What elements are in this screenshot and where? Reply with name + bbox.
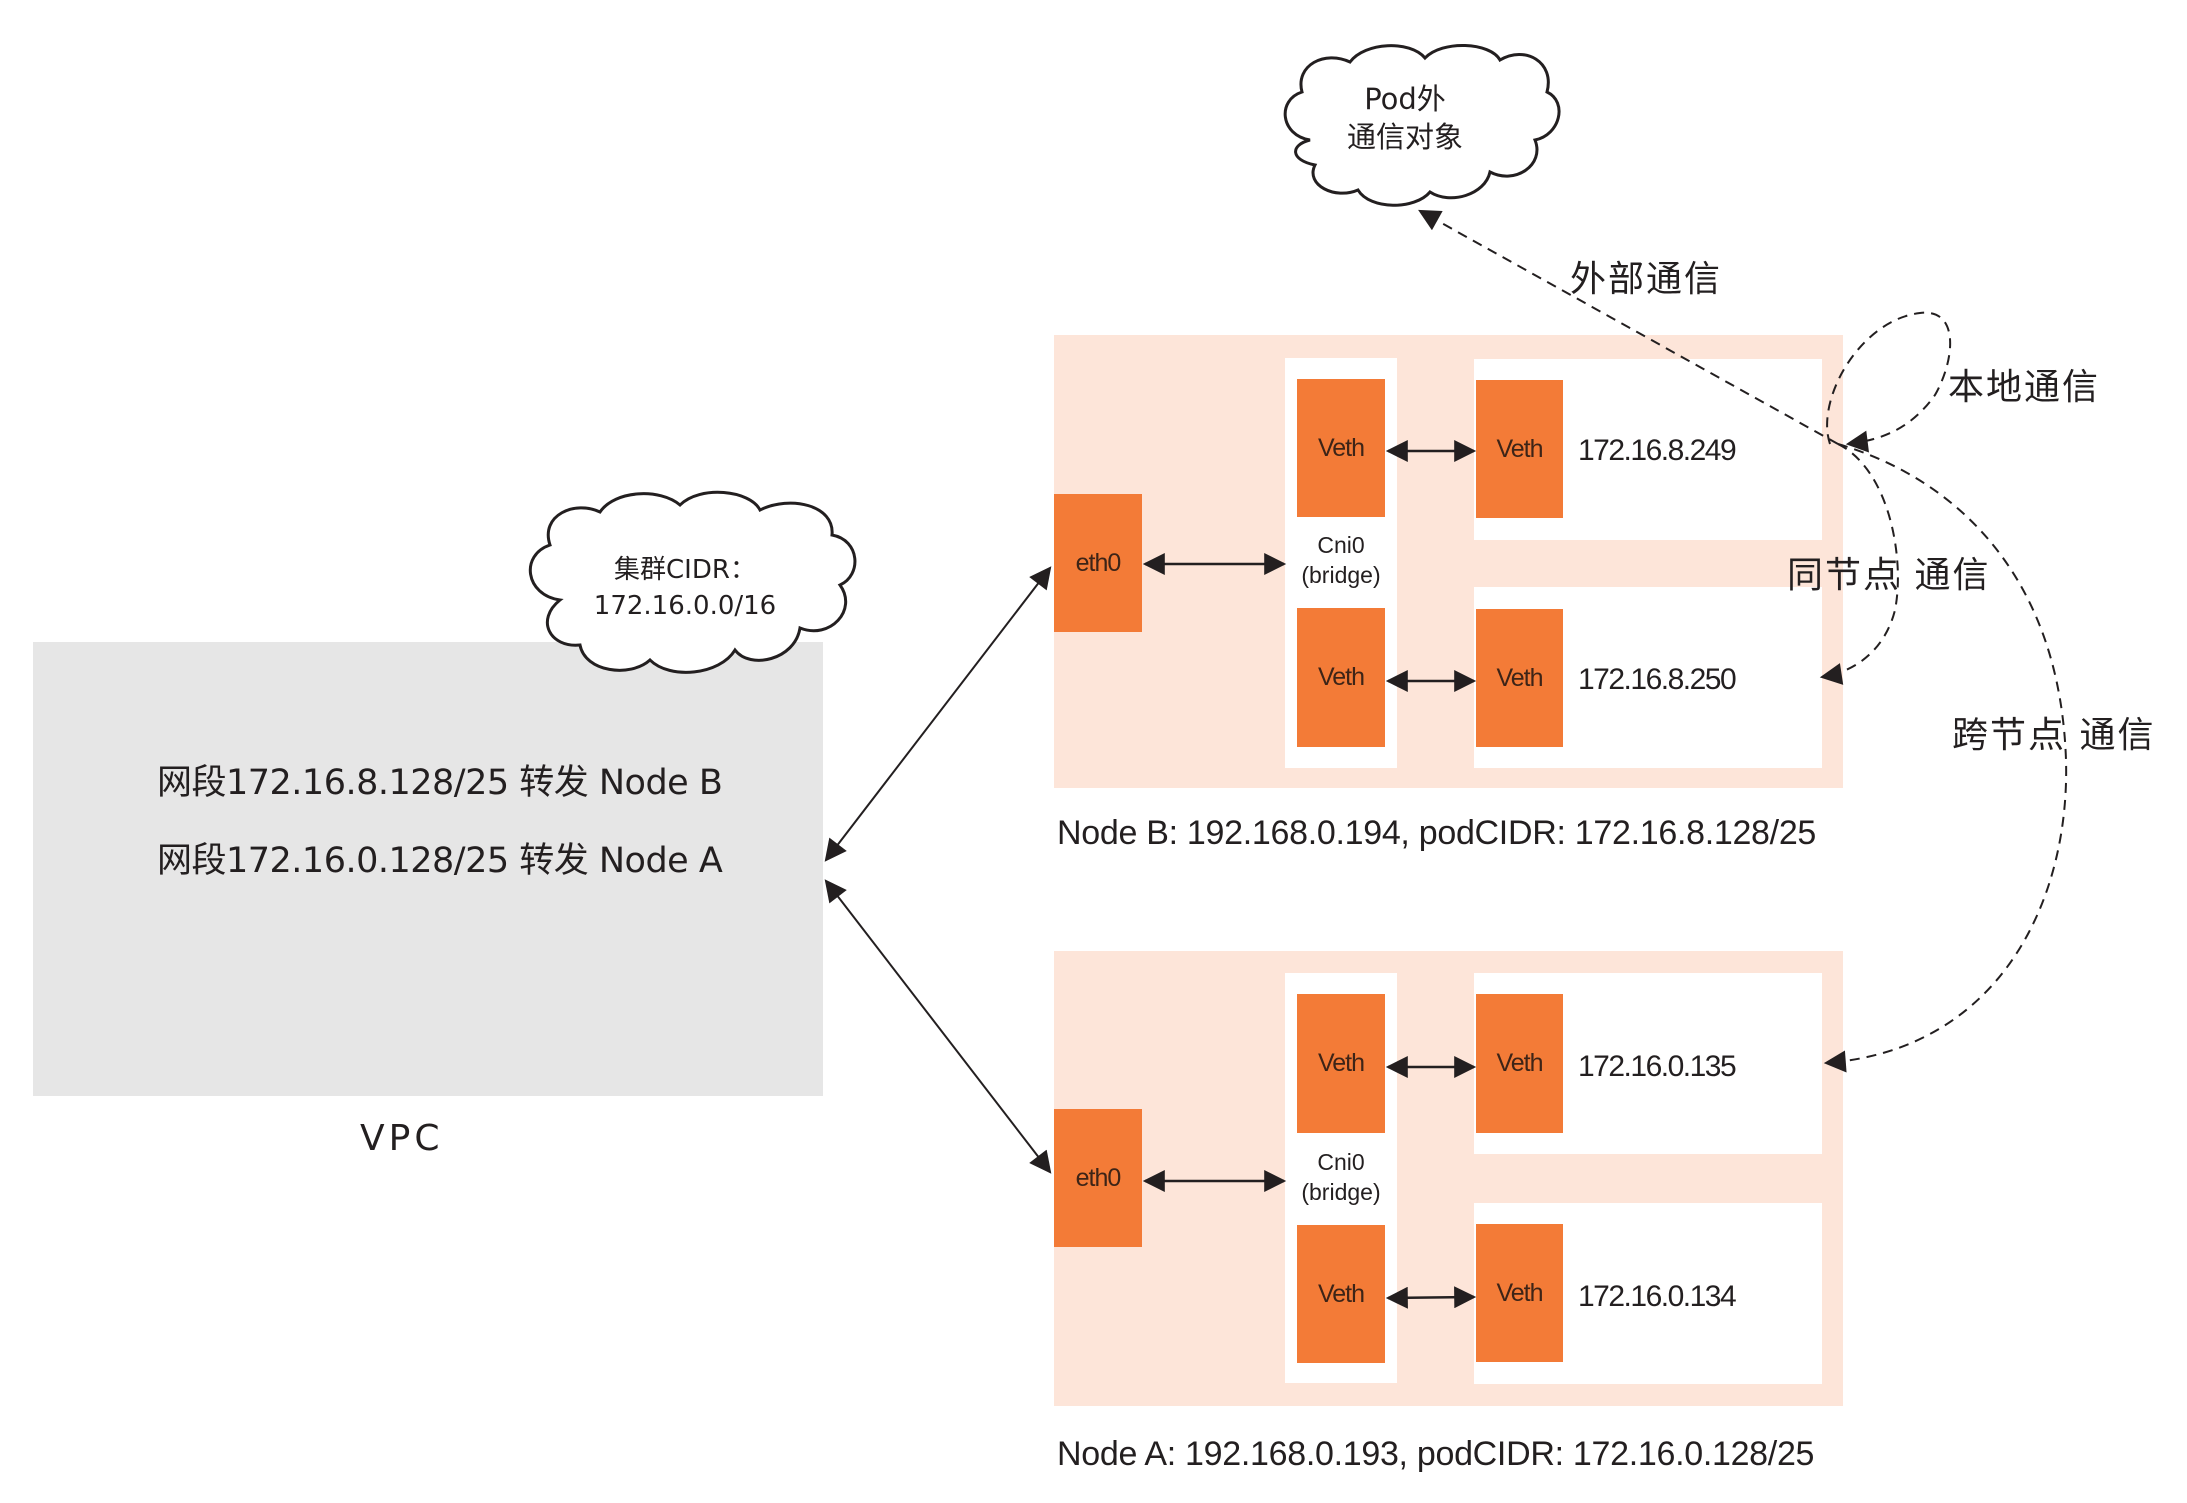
node-a-pod-1-ip: 172.16.0.135 (1578, 1050, 1737, 1083)
node-b-bridge-veth-2: Veth (1297, 608, 1385, 747)
external-target-text: Pod外 通信对象 (1335, 80, 1475, 156)
node-b-bridge-veth-1: Veth (1297, 379, 1385, 517)
node-a-bridge-veth-1: Veth (1297, 994, 1385, 1133)
vpc-to-node-a-link (824, 879, 1052, 1174)
cluster-cidr-value: 172.16.0.0/16 (593, 591, 777, 621)
cni-name: Cni0 (1317, 532, 1365, 558)
node-a-bridge-veth-2: Veth (1297, 1225, 1385, 1363)
external-target-title: Pod外 (1364, 82, 1446, 116)
node-a-pod-2-ip: 172.16.0.134 (1578, 1280, 1737, 1313)
node-b-pod-1-ip: 172.16.8.249 (1578, 434, 1737, 467)
node-b-eth0: eth0 (1054, 494, 1142, 632)
node-a-cni-label: Cni0 (bridge) (1285, 1147, 1397, 1207)
vpc-box: 网段172.16.8.128/25 转发 Node B 网段172.16.0.1… (33, 642, 823, 1096)
cluster-cidr-text: 集群CIDR： 172.16.0.0/16 (590, 552, 780, 624)
node-b-label: Node B: 192.168.0.194, podCIDR: 172.16.8… (1057, 814, 1817, 852)
node-a-eth0: eth0 (1054, 1109, 1142, 1247)
node-b-pod-veth-2: Veth (1476, 609, 1563, 747)
node-a-pod-veth-1: Veth (1476, 994, 1563, 1133)
local-flow-label: 本地通信 (1948, 367, 2101, 408)
cross-node-flow-label: 跨节点 通信 (1952, 715, 2156, 756)
vpc-route-node-a: 网段172.16.0.128/25 转发 Node A (157, 841, 723, 881)
vpc-route-node-b: 网段172.16.8.128/25 转发 Node B (157, 763, 723, 803)
external-flow-label: 外部通信 (1570, 259, 1723, 300)
external-target-subtitle: 通信对象 (1346, 120, 1463, 154)
node-a-label: Node A: 192.168.0.193, podCIDR: 172.16.0… (1057, 1435, 1815, 1473)
node-b-cni-label: Cni0 (bridge) (1285, 530, 1397, 590)
same-node-flow-label: 同节点 通信 (1787, 555, 1991, 596)
cluster-cidr-title: 集群CIDR： (614, 555, 756, 585)
node-a-pod-veth-2: Veth (1476, 1224, 1563, 1362)
vpc-label: VPC (360, 1118, 444, 1159)
node-b-pod-veth-1: Veth (1476, 380, 1563, 518)
local-flow-loop (1826, 311, 1952, 453)
node-b-pod-2-ip: 172.16.8.250 (1578, 663, 1737, 696)
cni-type: (bridge) (1301, 1179, 1381, 1205)
vpc-to-node-b-link (824, 566, 1052, 862)
cni-name: Cni0 (1317, 1149, 1365, 1175)
cni-type: (bridge) (1301, 562, 1381, 588)
